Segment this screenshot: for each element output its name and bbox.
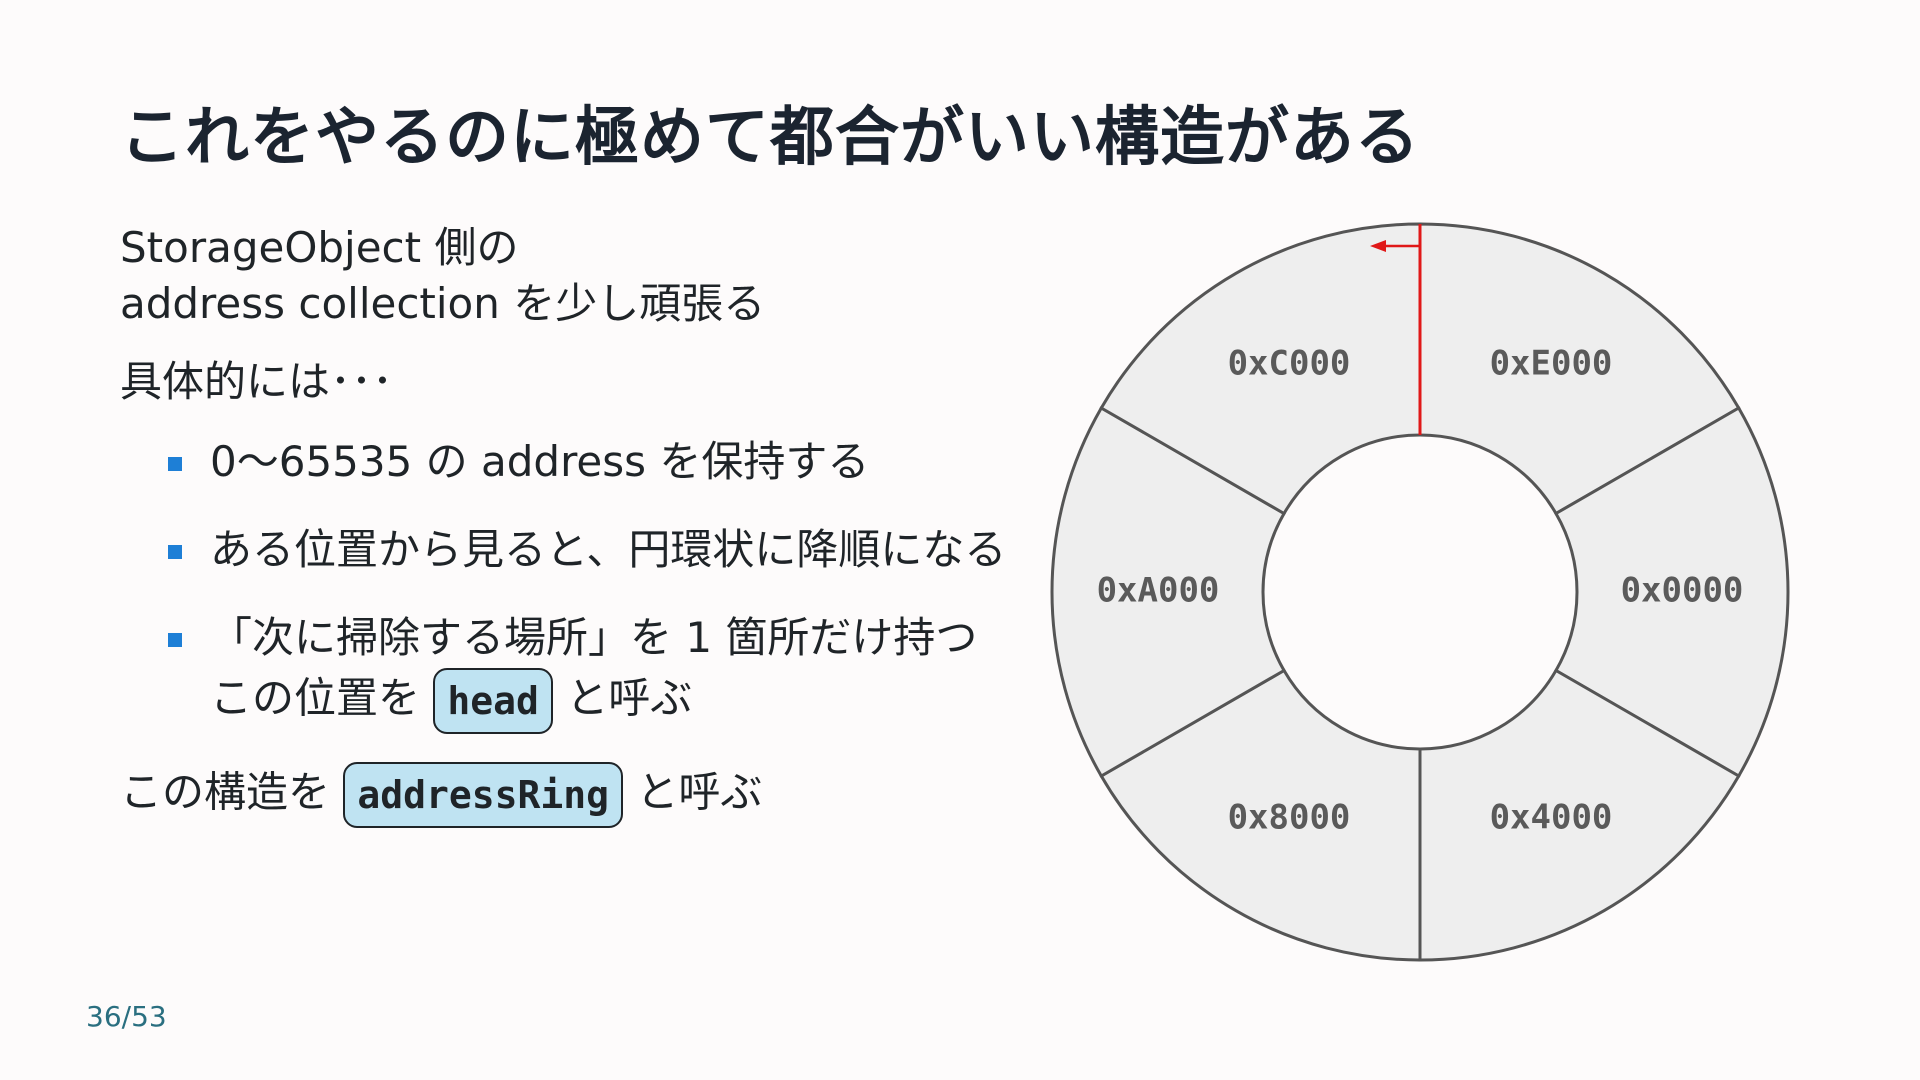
- intro-line-1: StorageObject 側の: [120, 223, 519, 272]
- bullet-marker: [168, 633, 182, 647]
- slide-title: これをやるのに極めて都合がいい構造がある: [120, 101, 1420, 175]
- address-ring-svg: 0xE000 0x0000 0x4000 0x8000 0xA000 0xC000: [1050, 222, 1790, 962]
- ring-segment: [1418, 668, 1741, 962]
- ring-segment-label: 0xC000: [1228, 344, 1351, 384]
- bullet-item: 「次に掃除する場所」を 1 箇所だけ持つ この位置を head と呼ぶ: [120, 608, 1040, 734]
- bullet-text: ある位置から見ると、円環状に降順になる: [210, 525, 1007, 574]
- ring-segment: [1418, 222, 1741, 516]
- ring-segment-label: 0xE000: [1490, 344, 1613, 384]
- bullet-item: ある位置から見ると、円環状に降順になる: [120, 520, 1040, 580]
- summary-paragraph: この構造を addressRing と呼ぶ: [120, 762, 1040, 828]
- ring-segment-label: 0x0000: [1621, 571, 1744, 611]
- bullet-item: 0〜65535 の address を保持する: [120, 432, 1040, 492]
- slide-body: StorageObject 側の address collection を少し頑…: [120, 220, 1040, 850]
- arrow-head-icon: [1370, 240, 1386, 252]
- head-suffix: と呼ぶ: [566, 673, 693, 723]
- ring-segment-label: 0x8000: [1228, 797, 1351, 837]
- summary-prefix: この構造を: [120, 767, 331, 817]
- details-heading: 具体的には･･･: [120, 357, 394, 406]
- bullet-marker: [168, 457, 182, 471]
- ring-segment: [1050, 405, 1287, 779]
- ring-segment: [1099, 222, 1422, 516]
- address-ring-diagram: 0xE000 0x0000 0x4000 0x8000 0xA000 0xC000: [1040, 212, 1800, 972]
- ring-segment-label: 0x4000: [1490, 797, 1613, 837]
- bullet-marker: [168, 545, 182, 559]
- intro-line-2: address collection を少し頑張る: [120, 279, 766, 328]
- ring-segment: [1553, 405, 1790, 779]
- head-prefix: この位置を: [210, 673, 421, 723]
- intro-paragraph: StorageObject 側の address collection を少し頑…: [120, 220, 1040, 332]
- address-ring-code: addressRing: [343, 762, 624, 828]
- ring-segment-label: 0xA000: [1097, 571, 1220, 611]
- page-number: 36/53: [86, 1000, 167, 1033]
- bullet-text-line-1: 「次に掃除する場所」を 1 箇所だけ持つ: [210, 613, 978, 662]
- bullet-text-line-2: この位置を head と呼ぶ: [210, 668, 1040, 734]
- bullet-list: 0〜65535 の address を保持する ある位置から見ると、円環状に降順…: [120, 432, 1040, 734]
- ring-segment: [1099, 668, 1422, 962]
- bullet-text: 0〜65535 の address を保持する: [210, 437, 870, 486]
- summary-suffix: と呼ぶ: [636, 767, 763, 817]
- head-code: head: [433, 668, 553, 734]
